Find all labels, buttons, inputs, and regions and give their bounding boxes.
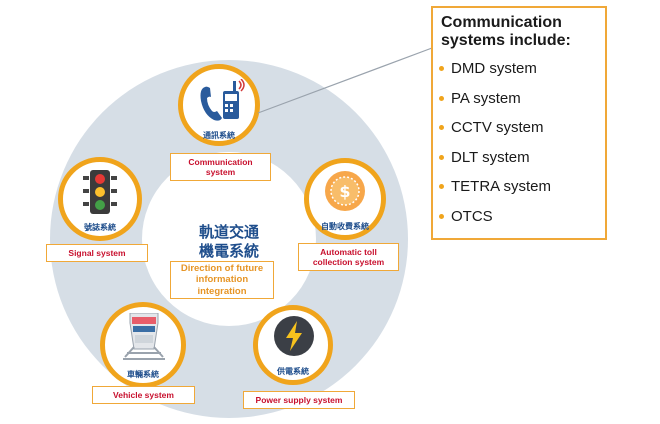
toll-label-text: Automatic toll collection system	[312, 247, 385, 267]
signal-label-text: Signal system	[68, 248, 126, 258]
vehicle-label[interactable]: Vehicle system	[92, 386, 195, 404]
vehicle-node[interactable]: 車輛系統	[100, 302, 186, 388]
center-title: 軌道交通 機電系統	[175, 223, 283, 261]
bullet-icon	[439, 213, 444, 219]
toll-label[interactable]: Automatic toll collection system	[298, 243, 399, 271]
list-item-text: PA system	[451, 89, 521, 107]
center-title-line1: 軌道交通	[198, 224, 259, 241]
telephone-radio-icon	[200, 79, 245, 121]
communication-node[interactable]: 通訊系統	[178, 64, 260, 146]
vehicle-label-text: Vehicle system	[113, 390, 174, 400]
list-item: OTCS	[439, 208, 551, 238]
list-item-text: OTCS	[451, 207, 493, 225]
list-item-text: TETRA system	[451, 178, 552, 195]
list-item-text: DLT system	[451, 148, 530, 166]
bullet-icon	[439, 66, 444, 71]
signal-node[interactable]: 號誌系統	[58, 157, 142, 241]
communication-zh-label: 通訊系統	[203, 131, 235, 140]
svg-text:$: $	[339, 182, 350, 201]
bullet-icon	[439, 95, 444, 101]
bullet-icon	[439, 125, 444, 130]
vehicle-zh-label: 車輛系統	[127, 370, 159, 379]
list-item-text: CCTV system	[451, 119, 544, 136]
bullet-icon	[439, 154, 444, 160]
power-label-text: Power supply system	[255, 395, 343, 405]
bullet-icon	[439, 184, 444, 189]
list-item: PA system	[439, 90, 551, 120]
traffic-light-icon	[83, 170, 117, 214]
info-title: Communication systems include:	[441, 14, 571, 49]
train-icon	[123, 313, 165, 360]
center-title-line2: 機電系統	[198, 243, 259, 260]
list-item: DMD system	[439, 60, 551, 90]
list-item: CCTV system	[439, 119, 551, 149]
power-label[interactable]: Power supply system	[243, 391, 355, 409]
lightning-icon	[274, 316, 314, 356]
communication-info-box: Communication systems include: DMD syste…	[431, 6, 607, 240]
signal-label[interactable]: Signal system	[46, 244, 148, 262]
power-zh-label: 供電系統	[277, 367, 309, 376]
signal-zh-label: 號誌系統	[84, 223, 116, 232]
list-item-text: DMD system	[451, 60, 537, 77]
list-item: DLT system	[439, 149, 551, 179]
toll-node[interactable]: $ 自動收費系統	[304, 158, 386, 240]
communication-label-text: Communication system	[188, 157, 253, 177]
list-item: TETRA system	[439, 178, 551, 208]
communication-label[interactable]: Communication system	[170, 153, 271, 181]
info-list: DMD system PA system CCTV system DLT sys…	[439, 60, 551, 237]
toll-zh-label: 自動收費系統	[321, 222, 369, 231]
future-direction-box: Direction of future information integrat…	[170, 261, 274, 299]
coin-icon: $	[325, 171, 365, 211]
future-direction-text: Direction of future information integrat…	[180, 262, 264, 297]
power-node[interactable]: 供電系統	[253, 305, 333, 385]
